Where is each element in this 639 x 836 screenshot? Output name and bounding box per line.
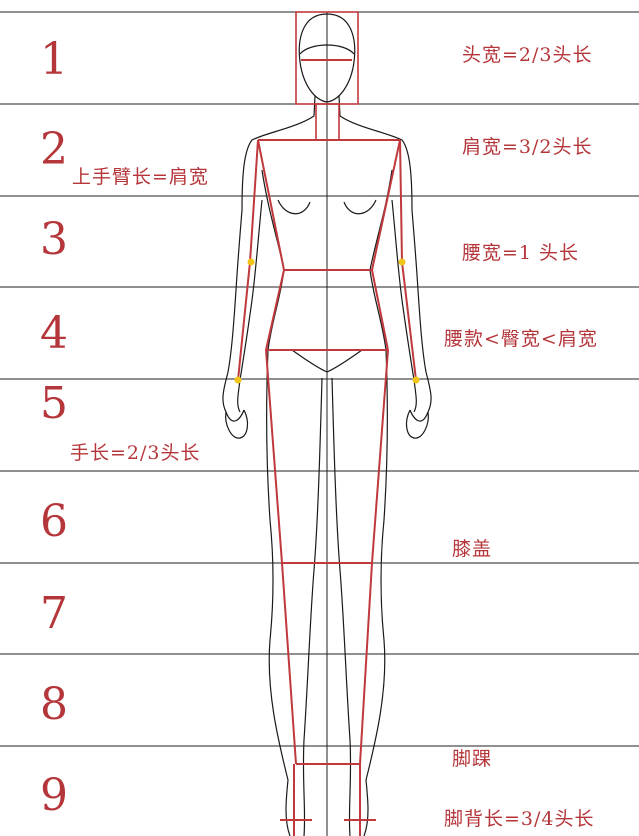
waist-width-note: 腰宽=1 头长 — [462, 242, 580, 264]
left-wrist-marker — [234, 376, 242, 384]
head-width-note: 头宽=2/3头长 — [462, 44, 593, 66]
row-number-5: 5 — [40, 378, 68, 429]
right-wrist-marker — [412, 376, 420, 384]
row-number-7: 7 — [40, 588, 68, 639]
shoulder-width-note: 肩宽=3/2头长 — [462, 136, 593, 158]
left-elbow-marker — [247, 258, 255, 266]
right-elbow-marker — [398, 258, 406, 266]
knee-note: 膝盖 — [452, 538, 493, 560]
ankle-note: 脚踝 — [452, 748, 493, 770]
row-number-1: 1 — [40, 34, 68, 85]
row-number-9: 9 — [40, 770, 68, 821]
proportion-guides — [237, 11, 417, 836]
row-number-4: 4 — [40, 308, 68, 359]
joint-markers — [234, 258, 420, 384]
instep-length-note: 脚背长=3/4头长 — [444, 808, 595, 830]
row-number-6: 6 — [40, 496, 68, 547]
upper-arm-note: 上手臂长=肩宽 — [72, 166, 209, 188]
row-number-2: 2 — [40, 124, 68, 175]
row-number-8: 8 — [40, 679, 68, 730]
hand-length-note: 手长=2/3头长 — [70, 442, 201, 464]
waist-hip-shoulder-note: 腰款<臀宽<肩宽 — [444, 328, 598, 350]
row-number-3: 3 — [40, 214, 68, 265]
